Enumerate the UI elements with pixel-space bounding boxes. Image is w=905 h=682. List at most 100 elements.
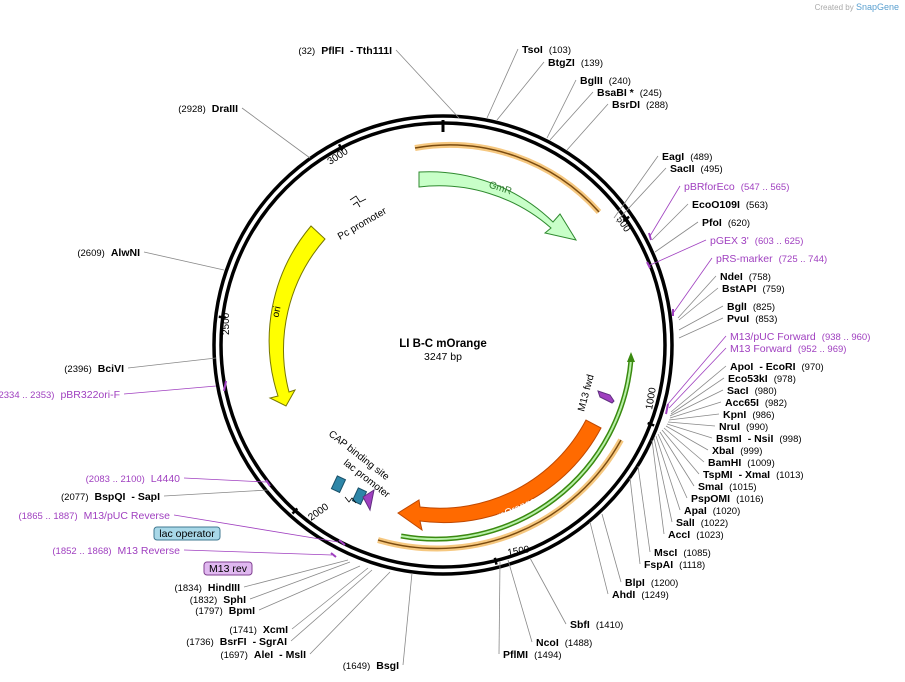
- gmr-arrow[interactable]: [418, 171, 578, 241]
- restriction-site-label[interactable]: TsoI(103): [522, 44, 571, 56]
- restriction-site-label[interactable]: BglI(825): [727, 301, 775, 313]
- restriction-site-label[interactable]: BlpI(1200): [625, 577, 678, 589]
- leader-line: [653, 437, 673, 523]
- leader-line: [637, 465, 651, 553]
- tick-mark: [291, 507, 299, 515]
- restriction-site-label[interactable]: (1832)SphI: [190, 594, 246, 606]
- leader-line: [668, 347, 727, 409]
- primer-label[interactable]: pRS-marker(725 .. 744): [716, 253, 827, 265]
- ori-arrow[interactable]: [268, 225, 326, 407]
- leader-line: [670, 377, 725, 415]
- tick-mark: [337, 143, 344, 152]
- restriction-site-label[interactable]: Acc65I(982): [725, 397, 787, 409]
- restriction-site-label[interactable]: (2077)BspQI- SapI: [61, 491, 160, 503]
- leader-line: [290, 569, 373, 642]
- primer-label[interactable]: (1852 .. 1868)M13 Reverse: [52, 545, 180, 557]
- restriction-site-label[interactable]: NcoI(1488): [536, 637, 592, 649]
- restriction-site-label[interactable]: PvuI(853): [727, 313, 777, 325]
- leader-line: [402, 572, 413, 666]
- green-track-arrowhead: [627, 352, 635, 362]
- ori-label: ori: [271, 305, 284, 318]
- restriction-site-label[interactable]: XbaI(999): [712, 445, 762, 457]
- restriction-site-label[interactable]: AccI(1023): [668, 529, 724, 541]
- restriction-site-label[interactable]: PflMI(1494): [503, 649, 562, 661]
- restriction-site-label[interactable]: (1797)BpmI: [195, 605, 255, 617]
- leader-line: [661, 429, 700, 475]
- primer-label[interactable]: pGEX 3'(603 .. 625): [710, 235, 803, 247]
- m13-fwd-label: M13 fwd: [576, 373, 596, 412]
- orange-track-core: [377, 439, 622, 550]
- restriction-site-label[interactable]: KpnI(986): [723, 409, 775, 421]
- tick-label: 2000: [306, 501, 331, 523]
- restriction-site-label[interactable]: BsrDI(288): [612, 99, 668, 111]
- tick-mark: [647, 421, 655, 427]
- restriction-site-label[interactable]: BamHI(1009): [708, 457, 775, 469]
- leader-line: [659, 431, 695, 487]
- lac-operator-box[interactable]: lac operator: [153, 526, 221, 541]
- restriction-site-label[interactable]: SacI(980): [727, 385, 777, 397]
- restriction-site-label[interactable]: (1736)BsrFI- SgrAI: [186, 636, 287, 648]
- restriction-site-label[interactable]: (2396)BciVI: [64, 363, 124, 375]
- restriction-site-label[interactable]: EagI(489): [662, 151, 712, 163]
- restriction-site-label[interactable]: AhdI(1249): [612, 589, 669, 601]
- leader-line: [123, 385, 217, 395]
- primer-label[interactable]: pBRforEco(547 .. 565): [684, 181, 789, 193]
- primer-label[interactable]: M13/pUC Forward(938 .. 960): [730, 331, 870, 343]
- restriction-site-label[interactable]: SmaI(1015): [698, 481, 757, 493]
- leader-line: [655, 435, 681, 511]
- leader-line: [663, 427, 705, 463]
- m13-rev-box[interactable]: M13 rev: [203, 561, 253, 576]
- leader-line: [589, 521, 609, 595]
- restriction-site-label[interactable]: (1741)XcmI: [229, 624, 288, 636]
- pc-promoter-label: Pc promoter: [336, 206, 389, 243]
- leader-line: [678, 287, 719, 321]
- leader-line: [163, 489, 269, 497]
- restriction-site-label[interactable]: (1649)BsgI: [343, 660, 399, 672]
- restriction-site-label[interactable]: ApaI(1020): [684, 505, 740, 517]
- restriction-site-label[interactable]: TspMI- XmaI(1013): [703, 469, 804, 481]
- primer-label[interactable]: (1865 .. 1887)M13/pUC Reverse: [18, 510, 170, 522]
- lac-promoter-glyph: [344, 496, 357, 504]
- restriction-site-label[interactable]: NruI(990): [719, 421, 768, 433]
- cap-binding-box: [330, 475, 347, 494]
- leader-line: [183, 549, 333, 556]
- restriction-site-label[interactable]: EcoO109I(563): [692, 199, 768, 211]
- restriction-site-label[interactable]: Eco53kI(978): [728, 373, 796, 385]
- leader-line: [241, 107, 311, 159]
- restriction-site-label[interactable]: PspOMI(1016): [691, 493, 764, 505]
- leader-line: [667, 335, 727, 405]
- leader-line: [291, 567, 369, 630]
- restriction-site-label[interactable]: BsaBI *(245): [597, 87, 662, 99]
- restriction-site-label[interactable]: SacII(495): [670, 163, 723, 175]
- tick-mark: [622, 215, 630, 222]
- restriction-site-label[interactable]: BglII(240): [580, 75, 631, 87]
- leader-line: [654, 221, 699, 253]
- restriction-site-label[interactable]: MscI(1085): [654, 547, 711, 559]
- restriction-site-label[interactable]: PfoI(620): [702, 217, 750, 229]
- leader-line: [566, 103, 609, 151]
- restriction-site-label[interactable]: (1834)HindIII: [174, 582, 240, 594]
- restriction-site-label[interactable]: (32)PflFI- Tth111I: [298, 45, 392, 57]
- restriction-site-label[interactable]: BtgZI(139): [548, 57, 603, 69]
- leader-line: [629, 477, 641, 565]
- restriction-site-label[interactable]: (2609)AlwNI: [77, 247, 140, 259]
- restriction-site-label[interactable]: SalI(1022): [676, 517, 728, 529]
- leader-line: [498, 561, 501, 655]
- restriction-site-label[interactable]: BstAPI(759): [722, 283, 785, 295]
- primer-label[interactable]: M13 Forward(952 .. 969): [730, 343, 846, 355]
- restriction-site-label[interactable]: BsmI- NsiI(998): [716, 433, 802, 445]
- restriction-site-label[interactable]: NdeI(758): [720, 271, 771, 283]
- restriction-site-label[interactable]: ApoI- EcoRI(970): [730, 361, 824, 373]
- leader-line: [486, 48, 519, 119]
- primer-label[interactable]: (2334 .. 2353)pBR322ori-F: [0, 389, 120, 401]
- morange-arrow[interactable]: [397, 419, 602, 532]
- restriction-site-label[interactable]: SbfI(1410): [570, 619, 623, 631]
- primer-label[interactable]: (2083 .. 2100)L4440: [86, 473, 181, 485]
- leader-line: [243, 559, 349, 588]
- leader-line: [601, 513, 622, 583]
- restriction-site-label[interactable]: (1697)AleI- MslI: [220, 649, 306, 661]
- restriction-site-label[interactable]: (2928)DraIII: [178, 103, 238, 115]
- restriction-site-label[interactable]: FspAI(1118): [644, 559, 705, 571]
- gmr-highlight-line: [414, 144, 600, 213]
